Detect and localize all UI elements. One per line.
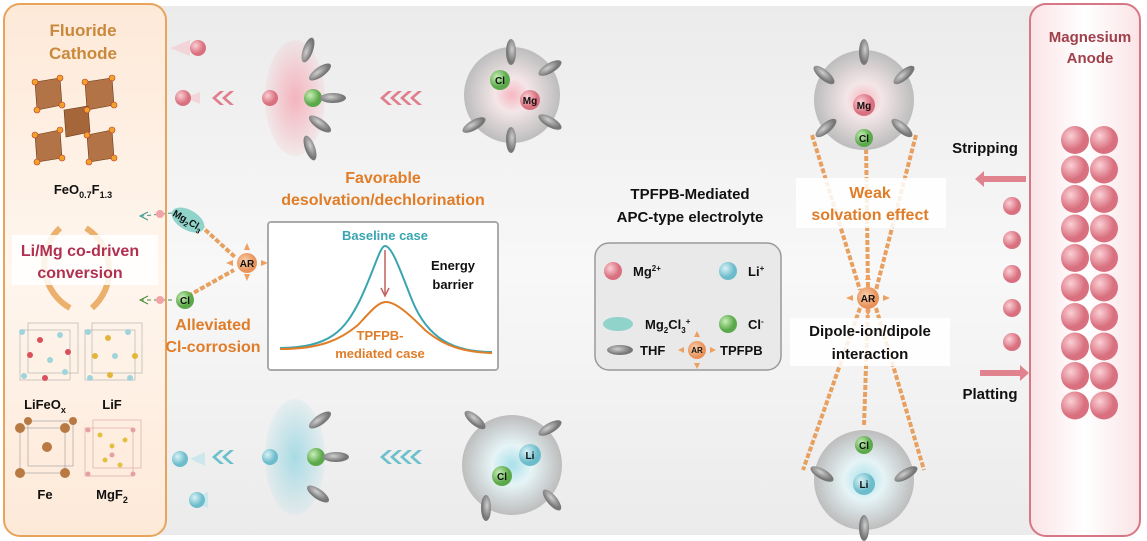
mg-ion-sphere <box>190 40 206 56</box>
mg-atom-sphere <box>1061 126 1089 154</box>
anode-title-2: Anode <box>1067 50 1114 67</box>
mg-atom-sphere <box>1061 391 1089 420</box>
mg-atom-sphere <box>1090 126 1118 154</box>
legend-thf: THF <box>640 343 665 358</box>
mg-pathway: Mg Cl <box>170 36 564 162</box>
desolvation-cloud <box>265 40 325 156</box>
weak-solvation-label: Weak <box>849 185 891 202</box>
lif-crystal <box>84 322 143 381</box>
legend-cl: Cl- <box>748 317 764 332</box>
lif-label: LiF <box>102 397 122 412</box>
cl-label: Cl <box>497 472 507 483</box>
legend-tpfpb: TPFPB <box>720 343 763 358</box>
mg-atom-sphere <box>1061 214 1089 243</box>
mg-atom-sphere <box>1090 185 1118 213</box>
anode-title: Magnesium <box>1049 29 1132 46</box>
legend: Mg2+ Li+ Mg2Cl3+ Cl- THF AR TPFPB <box>594 242 782 371</box>
mediated-curve <box>279 300 493 354</box>
li-label: Li <box>860 480 869 491</box>
dipole-label: Dipole-ion/dipole <box>809 323 931 340</box>
legend-li: Li+ <box>748 264 765 279</box>
desolvation-label: Favorable <box>345 170 421 187</box>
stripping-label: Stripping <box>952 140 1018 157</box>
lifeox-crystal <box>19 322 79 381</box>
cathode-title: Fluoride <box>49 21 116 40</box>
li-solvation-shell <box>462 415 562 515</box>
cl-label: Cl <box>495 76 505 87</box>
mg-atom-sphere <box>1090 155 1118 184</box>
cl-label: Cl <box>859 134 869 145</box>
legend-mg2cl3: Mg2Cl3+ <box>645 317 691 335</box>
mg-atom-sphere <box>1090 273 1118 302</box>
mg-atom-sphere <box>1061 244 1089 272</box>
mg-atom-sphere <box>1090 391 1118 420</box>
mg-atom-sphere <box>1090 214 1118 243</box>
desolvation-label-2: desolvation/dechlorination <box>281 192 485 209</box>
energy-barrier-label: Energy <box>431 258 476 273</box>
li-label: Li <box>526 451 535 462</box>
corrosion-scheme: Mg2Cl3 Cl AR <box>138 207 268 309</box>
arrow-right-icon <box>980 365 1029 381</box>
mg-anode-stack <box>1061 126 1118 420</box>
mg-atom-sphere <box>1061 273 1089 302</box>
li-pathway: Li Cl <box>172 399 565 521</box>
interaction-scheme: Mg Cl Li Cl AR <box>790 39 950 541</box>
mg-ion-sphere <box>175 90 191 106</box>
arrow-down-icon <box>380 287 390 298</box>
mg-atom-sphere <box>1061 185 1089 213</box>
cl-label: Cl <box>180 296 190 307</box>
mediated-label-2: mediated case <box>335 346 425 361</box>
li-ion-sphere <box>189 492 205 508</box>
mg-atom-sphere <box>1090 362 1118 390</box>
mgf2-label: MgF2 <box>96 487 128 505</box>
feof-crystal-structure <box>31 74 118 166</box>
corrosion-label: Alleviated <box>175 317 251 334</box>
mg-label: Mg <box>857 101 871 112</box>
conversion-label-2: conversion <box>37 265 122 282</box>
arrow-left-icon <box>975 171 1026 187</box>
legend-mg: Mg2+ <box>633 264 661 279</box>
anode-panel <box>1029 3 1141 537</box>
cathode-title-2: Cathode <box>49 44 117 63</box>
corrosion-label-2: Cl-corrosion <box>165 339 260 356</box>
ar-label: AR <box>861 294 876 305</box>
lifeox-label: LiFeOx <box>24 397 66 415</box>
dipole-label-2: interaction <box>832 346 909 363</box>
mg-solvation-shell <box>464 47 560 143</box>
fe-crystal <box>15 417 77 478</box>
platting-label: Platting <box>963 386 1018 403</box>
mg-atom-sphere <box>1061 332 1089 361</box>
mg-atom-sphere <box>1061 362 1089 390</box>
mg-atom-sphere <box>1061 155 1089 184</box>
fe-label: Fe <box>37 487 52 502</box>
conversion-label: Li/Mg co-driven <box>21 243 139 260</box>
baseline-curve <box>279 244 493 353</box>
mg-label: Mg <box>523 96 537 107</box>
feof-formula: FeO0.7F1.3 <box>54 182 112 200</box>
energy-barrier-plot: Baseline case Energy barrier TPFPB- medi… <box>267 221 499 371</box>
mg-atom-sphere <box>1090 332 1118 361</box>
cl-ion-sphere <box>304 89 322 107</box>
weak-solvation-label-2: solvation effect <box>811 207 929 224</box>
baseline-label: Baseline case <box>342 228 428 243</box>
cl-label: Cl <box>859 441 869 452</box>
ar-label: AR <box>240 259 255 270</box>
mediated-label: TPFPB- <box>357 328 404 343</box>
energy-barrier-label-2: barrier <box>432 277 473 292</box>
legend-title: TPFPB-Mediated <box>630 186 749 203</box>
mg-atom-sphere <box>1061 303 1089 331</box>
mgf2-crystal <box>84 419 142 477</box>
li-ion-sphere <box>172 451 188 467</box>
mg-ion-column <box>1003 197 1021 351</box>
legend-title-2: APC-type electrolyte <box>617 209 764 226</box>
mg-atom-sphere <box>1090 244 1118 272</box>
mg-atom-sphere <box>1090 303 1118 331</box>
legend-ar: AR <box>691 346 703 355</box>
